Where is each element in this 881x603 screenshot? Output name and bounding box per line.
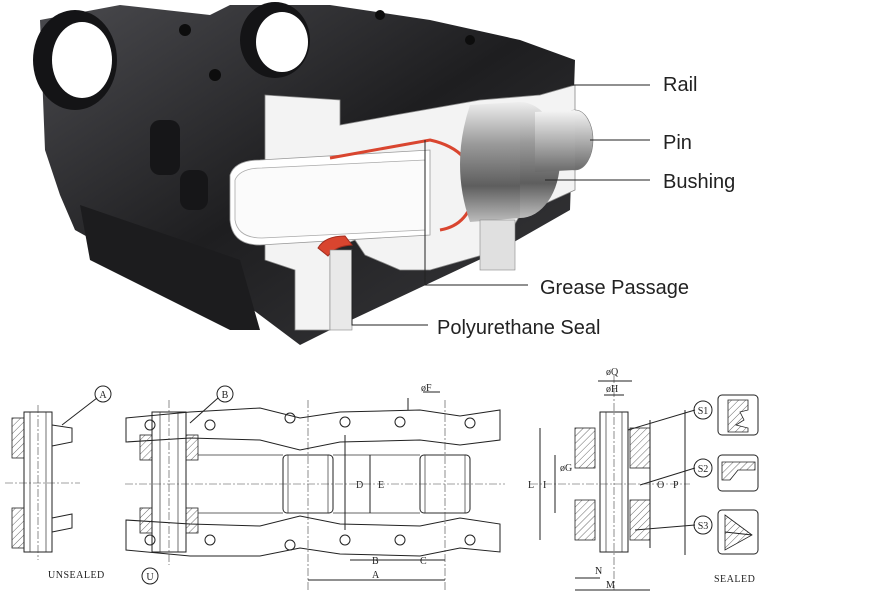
bolt-hole — [465, 35, 475, 45]
callout-pin: Pin — [663, 132, 692, 154]
hatched-link — [629, 499, 651, 541]
bolt-hole — [375, 10, 385, 20]
hatched-link — [574, 427, 596, 469]
balloon-u-label: U — [146, 572, 154, 583]
dim-phi-h: øH — [606, 384, 618, 395]
callout-rail: Rail — [663, 74, 697, 96]
pin-section — [599, 411, 629, 553]
rail-eye-back-inner — [256, 12, 308, 72]
dim-n: N — [595, 566, 602, 577]
balloon-b — [216, 385, 234, 403]
balloon-s3 — [693, 515, 713, 535]
leader-lines — [351, 84, 650, 326]
rail-pocket — [150, 120, 180, 175]
cutaway-illustration — [33, 2, 594, 345]
balloon-b-label: B — [222, 390, 229, 401]
unsealed-section-drawing — [5, 397, 98, 560]
callout-grease-passage: Grease Passage — [540, 277, 689, 299]
seal-detail-s1 — [717, 394, 759, 436]
callout-polyurethane-seal: Polyurethane Seal — [437, 317, 600, 339]
balloon-s1-label: S1 — [698, 406, 709, 417]
dim-b: B — [372, 556, 379, 567]
seal-detail-s2 — [717, 454, 759, 492]
pin-shaft — [535, 110, 575, 172]
dim-m: M — [606, 580, 615, 591]
sealed-section-drawing — [530, 375, 696, 591]
seal-detail-s3 — [717, 509, 759, 555]
dim-phi-q: øQ — [606, 367, 619, 378]
dim-i: I — [543, 480, 546, 491]
balloon-s3-label: S3 — [698, 521, 709, 532]
callout-bushing: Bushing — [663, 171, 735, 193]
hatched-link — [629, 427, 651, 469]
dim-e: E — [378, 480, 384, 491]
chain-top-view — [125, 391, 505, 590]
hatched-link — [11, 417, 25, 459]
bushing-side — [460, 102, 520, 222]
balloon-s2-label: S2 — [698, 464, 709, 475]
hatched-link — [574, 499, 596, 541]
balloon-s2 — [693, 458, 713, 478]
dim-o: O — [657, 480, 664, 491]
hatched-link — [11, 507, 25, 549]
balloon-a-label: A — [99, 390, 107, 401]
dim-p: P — [673, 480, 679, 491]
caption-sealed: SEALED — [714, 574, 755, 585]
rail-bottom-cut — [479, 219, 516, 271]
rail-bottom-cut — [329, 249, 353, 331]
caption-unsealed: UNSEALED — [48, 570, 105, 581]
rail-pocket — [180, 170, 208, 210]
balloon-s1 — [693, 400, 713, 420]
dim-d: D — [356, 480, 363, 491]
bolt-hole — [209, 69, 221, 81]
dim-phi-g: øG — [560, 463, 572, 474]
dim-l: L — [528, 480, 534, 491]
balloon-a — [94, 385, 112, 403]
dim-c: C — [420, 556, 427, 567]
pin-cylinder — [234, 159, 426, 239]
rail-eye-left-inner — [52, 22, 112, 98]
bolt-hole — [179, 24, 191, 36]
rail-lower-flange — [80, 205, 260, 330]
balloon-u — [141, 567, 159, 585]
dim-a: A — [372, 570, 380, 581]
dim-phi-f: øF — [421, 383, 432, 394]
